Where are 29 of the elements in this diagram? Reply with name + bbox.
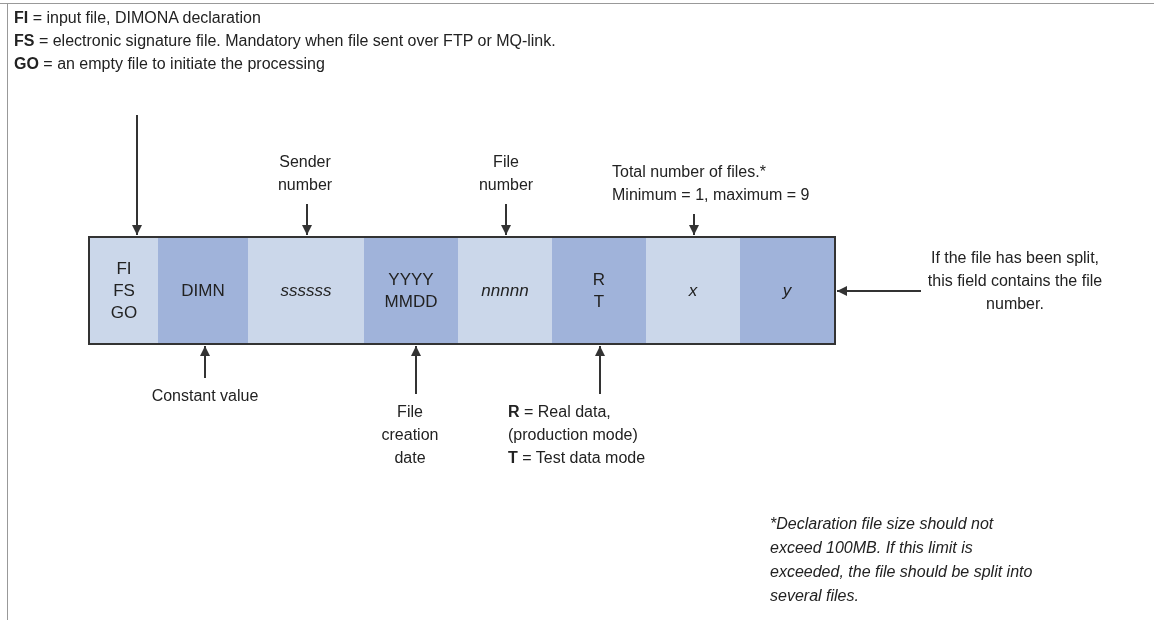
arrow [689, 213, 699, 236]
definition-text: T = Test data mode [508, 448, 647, 468]
footnote-text: *Declaration file size should not exceed 100MB. If this limit is exceeded, the file should be split into several files. [770, 514, 1034, 606]
field-cell: FI FS GO [88, 236, 160, 345]
annotation-text: File creation date [370, 400, 450, 469]
arrow [836, 286, 922, 296]
definition-text: Minimum = 1, maximum = 9 [612, 185, 811, 205]
field-cell: YYYY MMDD [364, 236, 460, 345]
annotation-text: File number [466, 150, 546, 196]
field-cell: y [740, 236, 836, 345]
definition-text: Total number of files.* [612, 162, 767, 182]
field-cell: DIMN [158, 236, 250, 345]
annotation-text: Sender number [250, 150, 360, 196]
field-cell: ssssss [248, 236, 366, 345]
field-cell: x [646, 236, 742, 345]
definition-text: GO = an empty file to initiate the processing [14, 54, 326, 74]
arrow [595, 345, 605, 395]
arrow [200, 345, 210, 379]
field-cell: R T [552, 236, 648, 345]
annotation-text: If the file has been split, this field contains the file number. [925, 246, 1105, 315]
arrow [501, 203, 511, 236]
arrow [411, 345, 421, 395]
arrow [132, 114, 142, 236]
arrow [302, 203, 312, 236]
annotation-text: Constant value [150, 384, 260, 407]
definition-text: FS = electronic signature file. Mandatory when file sent over FTP or MQ-link. [14, 31, 557, 51]
definition-text: FI = input file, DIMONA declaration [14, 8, 262, 28]
field-cell: nnnnn [458, 236, 554, 345]
definition-text: R = Real data, (production mode) [508, 402, 639, 445]
